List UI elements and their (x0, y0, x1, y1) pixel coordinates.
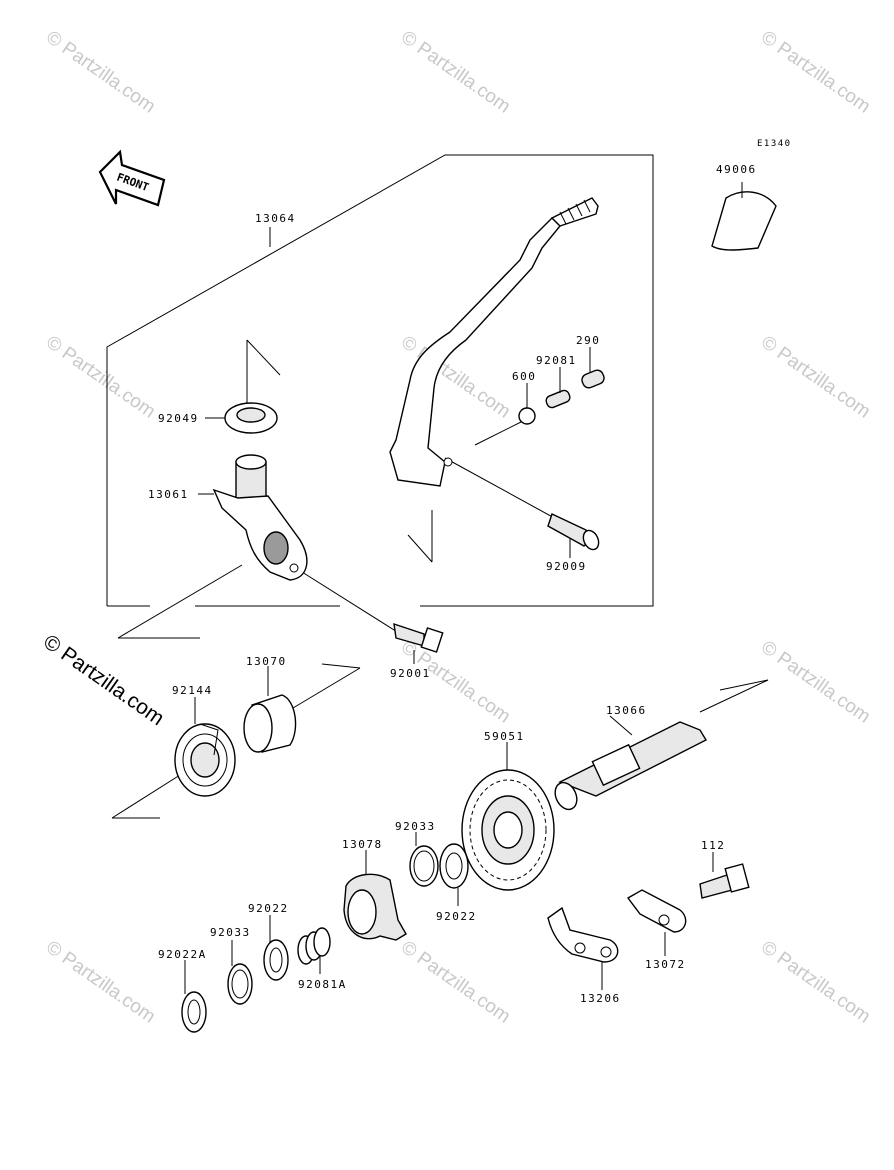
watermark-text: © Partzilla.com (757, 27, 874, 118)
part-label[interactable]: 92009 (546, 560, 587, 573)
part-600-ball[interactable] (518, 383, 536, 425)
part-13070-collar[interactable] (243, 666, 297, 753)
watermark-text: © Partzilla.com (757, 332, 874, 423)
watermark-text: © Partzilla.com (42, 332, 159, 423)
part-label[interactable]: 13064 (255, 212, 296, 225)
part-label[interactable]: 92022 (248, 902, 289, 915)
part-label[interactable]: 49006 (716, 163, 757, 176)
part-label[interactable]: 13070 (246, 655, 287, 668)
part-label[interactable]: 13072 (645, 958, 686, 971)
leader-lines (111, 339, 769, 819)
part-92001-bolt[interactable] (393, 622, 444, 664)
part-92144-spring[interactable] (174, 697, 236, 797)
part-92081A-spring[interactable] (297, 927, 331, 974)
part-label[interactable]: 92049 (158, 412, 199, 425)
watermark-text: © Partzilla.com (397, 937, 514, 1028)
part-13066-shaft[interactable] (551, 715, 707, 813)
part-label[interactable]: 59051 (484, 730, 525, 743)
part-label[interactable]: 290 (576, 334, 600, 347)
watermark-text: © Partzilla.com (757, 937, 874, 1028)
part-59051-gear[interactable] (461, 742, 555, 891)
part-label[interactable]: 13206 (580, 992, 621, 1005)
part-290-spring[interactable] (580, 347, 606, 390)
part-label[interactable]: 13066 (606, 704, 647, 717)
part-label[interactable]: 92144 (172, 684, 213, 697)
part-92033-circlip-lower[interactable] (227, 940, 253, 1005)
watermark-text: © Partzilla.com (397, 27, 514, 118)
diagram-code: E1340 (757, 139, 792, 149)
part-label[interactable]: 92081 (536, 354, 577, 367)
part-92033-circlip-upper[interactable] (409, 832, 439, 887)
part-13072-plate[interactable] (626, 889, 687, 956)
part-92049-seal[interactable] (205, 402, 278, 434)
part-labels: 13064 49006 290 92081 600 92049 13061 92… (148, 163, 757, 1005)
part-label[interactable]: 600 (512, 370, 536, 383)
part-label[interactable]: 13061 (148, 488, 189, 501)
part-13064-kick-pedal[interactable] (269, 197, 599, 487)
watermark-text: © Partzilla.com (397, 637, 514, 728)
part-92081-spring[interactable] (545, 367, 572, 409)
part-92022-washer-upper[interactable] (439, 843, 469, 906)
part-13061-kick-arm[interactable] (198, 454, 308, 581)
part-label[interactable]: 92022 (436, 910, 477, 923)
part-label[interactable]: 92081A (298, 978, 347, 991)
part-49006-rubber[interactable] (711, 182, 777, 251)
part-label[interactable]: 92022A (158, 948, 207, 961)
watermark-text-dark: © Partzilla.com (39, 630, 168, 730)
part-label[interactable]: 112 (701, 839, 725, 852)
watermark-text: © Partzilla.com (42, 937, 159, 1028)
watermark-text: © Partzilla.com (42, 27, 159, 118)
part-13078-ratchet[interactable] (343, 850, 407, 941)
part-label[interactable]: 92001 (390, 667, 431, 680)
assembly-outline (106, 154, 654, 607)
part-label[interactable]: 13078 (342, 838, 383, 851)
part-label[interactable]: 92033 (210, 926, 251, 939)
front-arrow-icon: FRONT (98, 149, 166, 207)
part-112-bolt[interactable] (699, 852, 750, 899)
watermark-text: © Partzilla.com (757, 637, 874, 728)
part-label[interactable]: 92033 (395, 820, 436, 833)
part-13206-plate[interactable] (547, 906, 619, 990)
part-92022-washer-lower[interactable] (263, 915, 289, 981)
part-92009-bolt[interactable] (547, 513, 602, 558)
part-92022A-washer[interactable] (181, 960, 207, 1033)
